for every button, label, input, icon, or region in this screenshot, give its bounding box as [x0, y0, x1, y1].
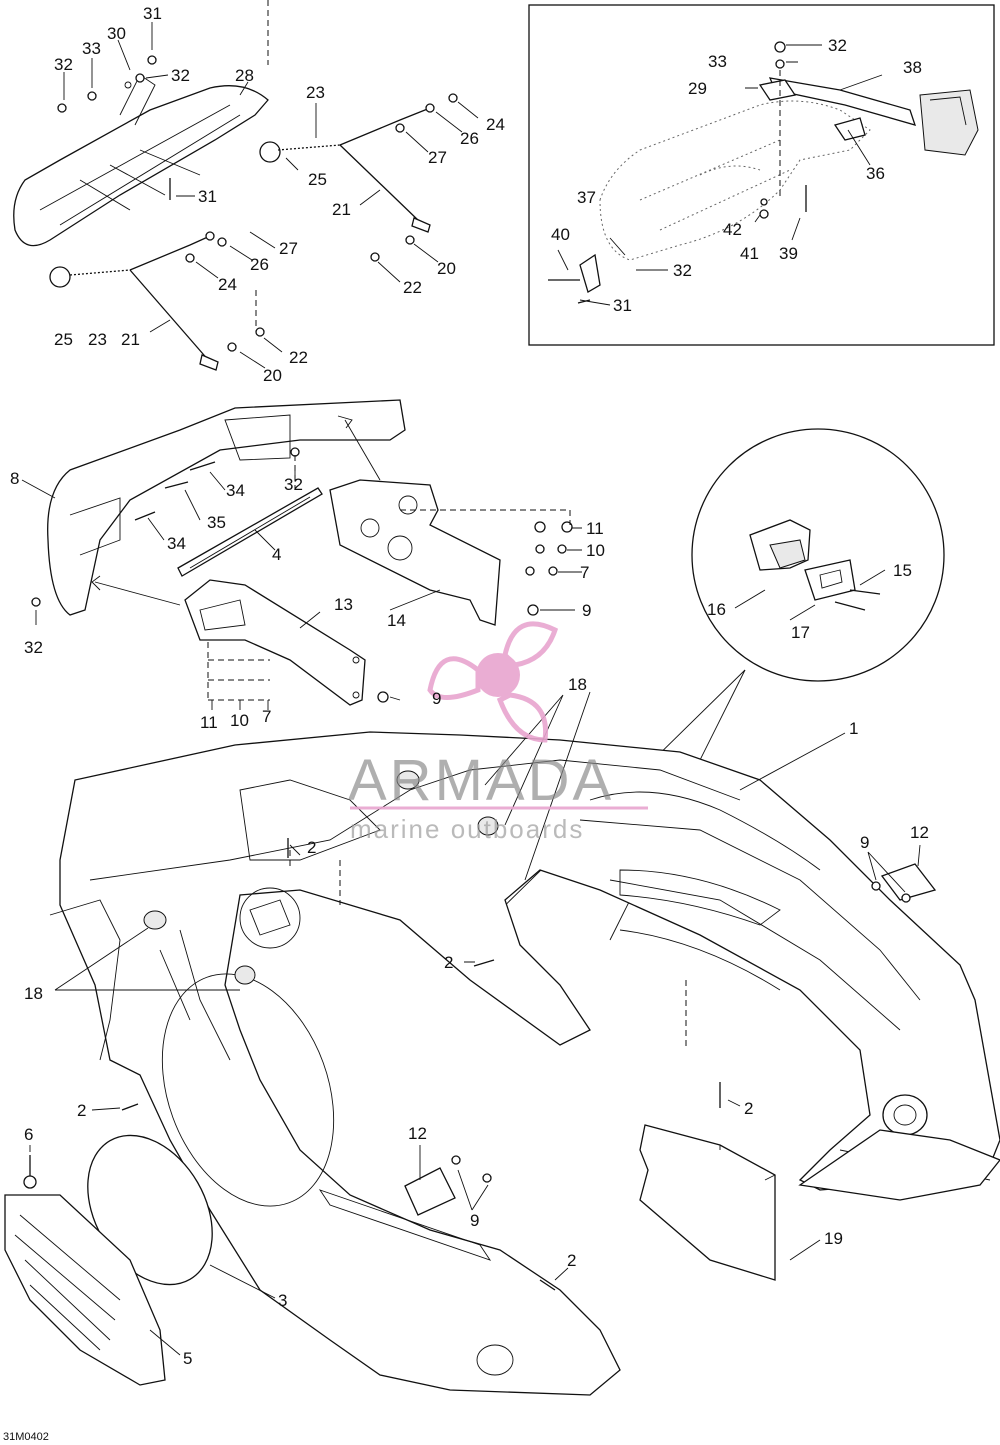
callout-13: 13	[334, 595, 353, 614]
bumper-assembly	[21, 399, 582, 710]
callout-26: 26	[250, 255, 269, 274]
callout-24: 24	[486, 115, 505, 134]
callout-9: 9	[432, 689, 441, 708]
main-body-panel	[49, 691, 1000, 1396]
callout-2: 2	[77, 1101, 86, 1120]
callout-18: 18	[24, 984, 43, 1003]
callout-7: 7	[580, 563, 589, 582]
callout-37: 37	[577, 188, 596, 207]
callout-23: 23	[306, 83, 325, 102]
callout-34: 34	[226, 481, 245, 500]
callout-21: 21	[121, 330, 140, 349]
callout-4: 4	[272, 545, 281, 564]
callout-18: 18	[568, 675, 587, 694]
callout-1: 1	[849, 719, 858, 738]
callout-16: 16	[707, 600, 726, 619]
callout-39: 39	[779, 244, 798, 263]
callout-19: 19	[824, 1229, 843, 1248]
callout-27: 27	[279, 239, 298, 258]
callout-9: 9	[860, 833, 869, 852]
callout-32: 32	[171, 66, 190, 85]
callout-38: 38	[903, 58, 922, 77]
callout-31: 31	[613, 296, 632, 315]
callout-12: 12	[910, 823, 929, 842]
callout-28: 28	[235, 66, 254, 85]
callout-25: 25	[54, 330, 73, 349]
callout-9: 9	[470, 1211, 479, 1230]
callout-32: 32	[284, 475, 303, 494]
callout-24: 24	[218, 275, 237, 294]
callout-2: 2	[744, 1099, 753, 1118]
callout-20: 20	[263, 366, 282, 385]
tow-cable-upper	[259, 93, 479, 283]
callout-33: 33	[82, 39, 101, 58]
callout-30: 30	[107, 24, 126, 43]
callout-11: 11	[586, 519, 604, 538]
rear-grab-handle-assembly	[13, 0, 269, 247]
callout-29: 29	[688, 79, 707, 98]
callout-14: 14	[387, 611, 406, 630]
pad-part-19	[639, 1124, 821, 1281]
callout-2: 2	[307, 838, 316, 857]
drawing-code: 31M0402	[3, 1431, 49, 1443]
callout-32: 32	[54, 55, 73, 74]
callout-32: 32	[24, 638, 43, 657]
side-cover-parts	[4, 1134, 276, 1386]
callout-26: 26	[460, 129, 479, 148]
callout-17: 17	[791, 623, 810, 642]
watermark-brand: ARMADA	[348, 748, 614, 813]
callout-11: 11	[200, 713, 218, 732]
callout-41: 41	[740, 244, 759, 263]
callout-5: 5	[183, 1349, 192, 1368]
tow-cable-lower	[49, 231, 283, 371]
watermark-tagline: marine outboards	[350, 814, 584, 844]
callout-36: 36	[866, 164, 885, 183]
callout-6: 6	[24, 1125, 33, 1144]
callout-31: 31	[198, 187, 217, 206]
callout-27: 27	[428, 148, 447, 167]
callout-40: 40	[551, 225, 570, 244]
callout-9: 9	[582, 601, 591, 620]
callout-32: 32	[828, 36, 847, 55]
callout-23: 23	[88, 330, 107, 349]
callout-12: 12	[408, 1124, 427, 1143]
callout-10: 10	[230, 711, 249, 730]
callout-22: 22	[403, 278, 422, 297]
callout-21: 21	[332, 200, 351, 219]
callout-33: 33	[708, 52, 727, 71]
callout-34: 34	[167, 534, 186, 553]
armada-watermark: ARMADA marine outboards	[348, 621, 648, 844]
inset-detail-box	[528, 4, 995, 346]
callout-22: 22	[289, 348, 308, 367]
callout-8: 8	[10, 469, 19, 488]
callout-15: 15	[893, 561, 912, 580]
callout-labels: 32 33 38 29 36 37 42 40 41 39 32 31 31 3…	[3, 4, 929, 1443]
callout-2: 2	[444, 953, 453, 972]
callout-31: 31	[143, 4, 162, 23]
callout-25: 25	[308, 170, 327, 189]
callout-10: 10	[586, 541, 605, 560]
callout-3: 3	[278, 1291, 287, 1310]
callout-32: 32	[673, 261, 692, 280]
callout-42: 42	[723, 220, 742, 239]
callout-20: 20	[437, 259, 456, 278]
callout-2: 2	[567, 1251, 576, 1270]
callout-35: 35	[207, 513, 226, 532]
callout-7: 7	[262, 707, 271, 726]
propeller-logo-icon	[427, 621, 559, 743]
